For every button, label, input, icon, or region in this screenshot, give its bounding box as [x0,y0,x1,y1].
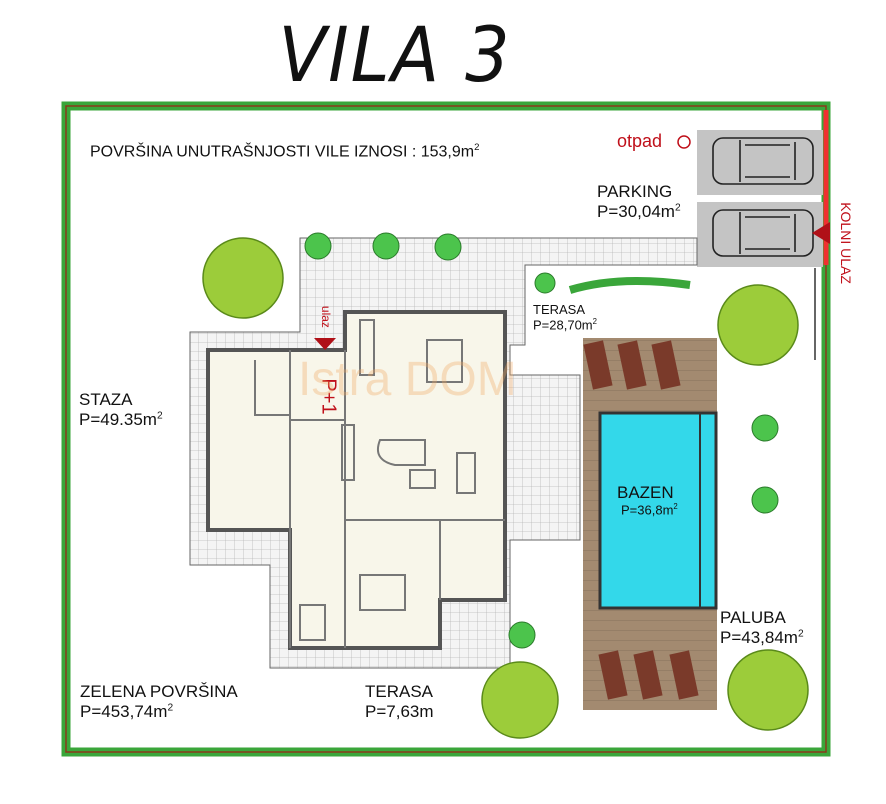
watermark: Istra DOM [298,353,517,406]
house-entrance-label: ulaz [318,305,333,328]
waste-label: otpad [617,131,663,151]
bush-icon [304,232,779,649]
parking-space-2 [697,202,823,267]
sunbeds [583,340,699,700]
parking-space-1 [697,130,823,195]
interior-walls [254,319,505,648]
interior-area-label: POVRŠINA UNUTRAŠNJOSTI VILE IZNOSI : 153… [90,142,480,161]
pool [598,411,718,610]
vehicle-entrance-label: KOLNI ULAZ [837,202,854,284]
tree-icon [202,237,809,739]
page-title: VILA 3 [278,10,512,99]
waste-bin-icon [677,135,691,149]
vehicle-entrance-arrow-icon [812,222,830,244]
entrance-arrow-icon [314,338,336,350]
